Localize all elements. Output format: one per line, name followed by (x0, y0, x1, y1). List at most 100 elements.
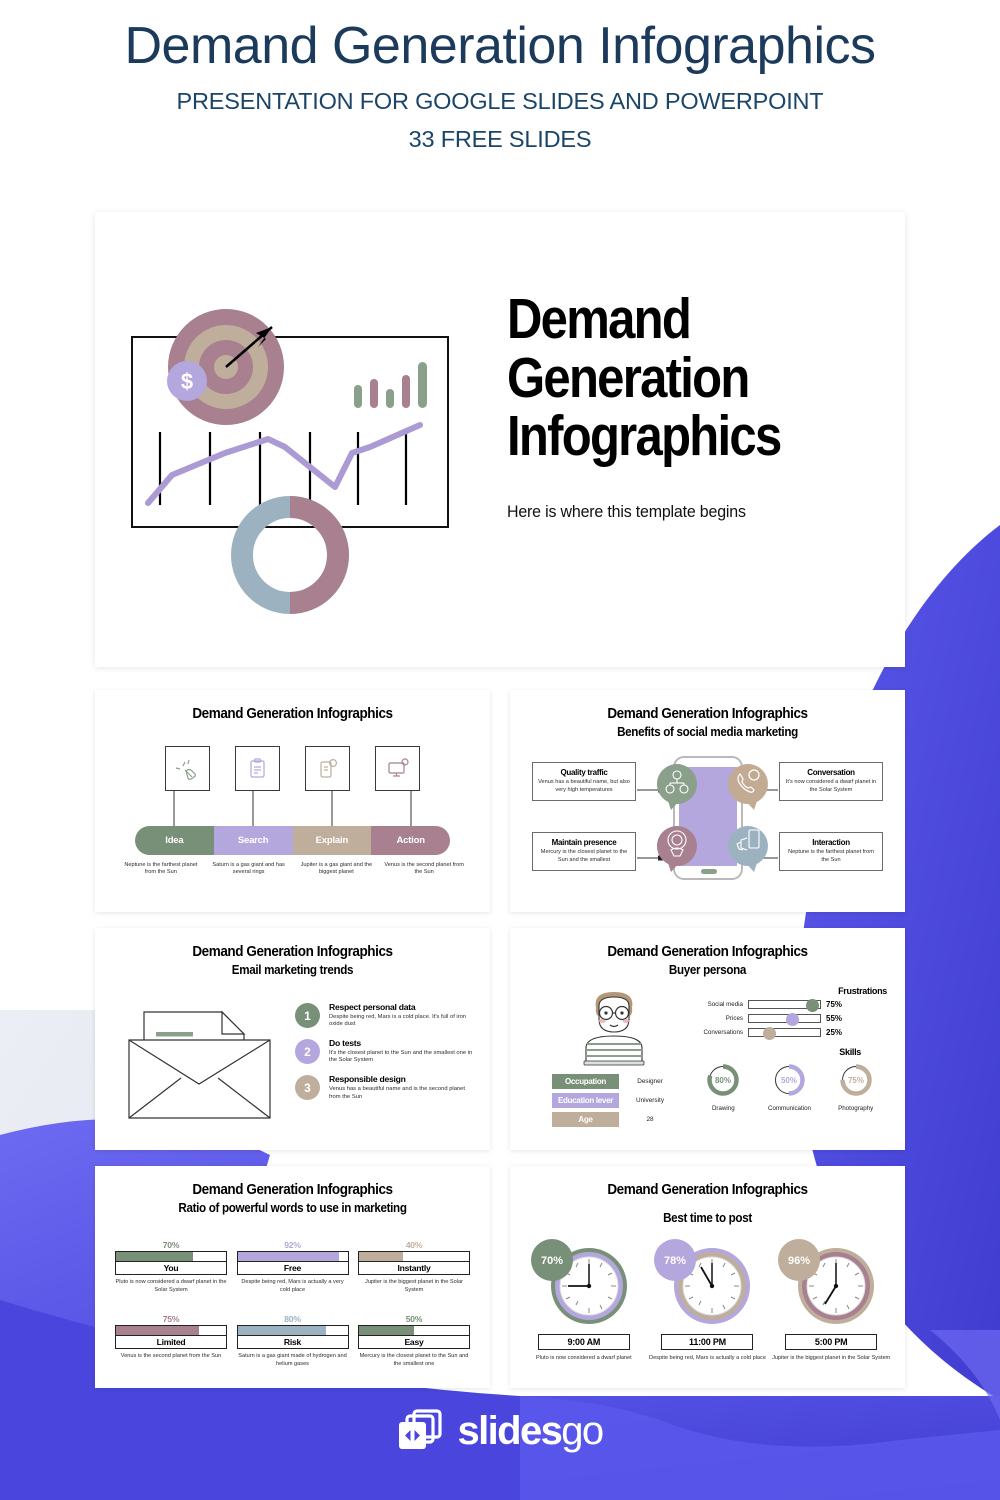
word-cell[interactable]: 50% Easy Mercury is the closest planet t… (358, 1314, 470, 1368)
word-percent: 75% (162, 1314, 180, 1324)
page-subtitle-platforms: PRESENTATION FOR GOOGLE SLIDES AND POWER… (176, 88, 824, 115)
slide-thumbnail-buyer-persona[interactable]: Demand Generation Infographics Buyer per… (510, 928, 905, 1150)
benefit-heading: Maintain presence (551, 838, 617, 847)
slide-title: Demand Generation Infographics (192, 706, 393, 722)
hero-title-line-3: Infographics (507, 404, 782, 469)
item-description: Despite being red, Mars is a cold place.… (329, 1013, 467, 1028)
word-percent: 70% (162, 1240, 180, 1250)
frustration-label: Social media (707, 1001, 743, 1008)
list-item[interactable]: 1 Respect personal data Despite being re… (295, 1002, 475, 1029)
word-bar (236, 1251, 349, 1262)
slide-subtitle: Email marketing trends (231, 963, 354, 977)
benefit-description: It's now considered a dwarf planet in th… (785, 779, 877, 793)
benefit-description: Venus has a beautiful name, but also ver… (538, 779, 630, 793)
attribute-row: Occupation Designer (552, 1074, 671, 1089)
word-description: Mercury is the closest planet to the Sun… (359, 1353, 469, 1367)
item-heading: Respect personal data (329, 1002, 416, 1012)
monitor-icon (375, 746, 420, 791)
benefit-description: Neptune is the farthest planet from the … (788, 849, 874, 863)
persona-attributes: Occupation Designer Education lever Univ… (552, 1074, 671, 1131)
clipboard-icon (235, 746, 280, 791)
slidesgo-wordmark: slidesgo (457, 1408, 604, 1454)
clock-time: 5:00 PM (785, 1334, 878, 1350)
bubble-hand-mobile-icon (727, 826, 768, 872)
clock-cell[interactable]: 78% 11:00 PM Despite being red, Mars is … (647, 1234, 767, 1363)
word-cell[interactable]: 92% Free Despite being red, Mars is actu… (236, 1240, 349, 1294)
bubble-phone-chat-icon (727, 764, 768, 810)
skill-item: 80% Drawing (705, 1062, 741, 1112)
word-cell[interactable]: 75% Limited Venus is the second planet f… (115, 1314, 227, 1368)
skill-donut-photography: 75% (839, 1064, 872, 1096)
item-number: 1 (295, 1003, 320, 1029)
slider-knob[interactable] (806, 999, 819, 1012)
hero-title-line-2: Generation (507, 345, 750, 410)
frustration-slider[interactable] (748, 1013, 821, 1026)
step-description: Jupiter is a gas giant and the biggest p… (300, 862, 373, 876)
word-percent: 80% (284, 1314, 301, 1324)
slide-title: Demand Generation Infographics (192, 1182, 393, 1198)
word-percent: 50% (405, 1314, 423, 1324)
benefit-heading: Conversation (807, 768, 855, 777)
skill-value: 50% (781, 1076, 797, 1085)
step-icon-row (95, 746, 490, 791)
slide-thumbnail-steps[interactable]: Demand Generation Infographics (95, 690, 490, 912)
hand-click-icon (165, 746, 210, 791)
step-segment[interactable]: Search (213, 826, 293, 855)
word-cell[interactable]: 40% Instantly Jupiter is the biggest pla… (358, 1240, 470, 1294)
clock-cell[interactable]: 96% 5:00 PM Jupiter is the biggest plane… (771, 1234, 891, 1363)
frustration-slider[interactable] (748, 999, 821, 1012)
word-label: Free (236, 1262, 349, 1275)
slide-thumbnail-powerful-words[interactable]: Demand Generation Infographics Ratio of … (95, 1166, 490, 1388)
slide-subtitle: Buyer persona (668, 963, 747, 977)
list-item[interactable]: 3 Responsible design Venus has a beautif… (295, 1074, 475, 1101)
benefit-box-conversation[interactable]: Conversation It's now considered a dwarf… (779, 762, 883, 802)
clock-cell[interactable]: 70% 9:00 AM Pluto is now considered a dw… (524, 1234, 644, 1363)
skill-label: Drawing (711, 1105, 735, 1112)
clock-percent: 96% (788, 1255, 810, 1267)
page-header: Demand Generation Infographics PRESENTAT… (0, 0, 1000, 153)
item-heading: Responsible design (329, 1074, 406, 1085)
page-subtitle-count: 33 FREE SLIDES (408, 126, 592, 153)
word-bar (236, 1325, 349, 1336)
clock-description: Despite being red, Mars is actually a co… (649, 1355, 766, 1361)
hero-slide-preview[interactable]: $ Demand (95, 212, 905, 667)
step-color-bar: Idea Search Explain Action (135, 826, 450, 855)
slide-thumbnail-email-trends[interactable]: Demand Generation Infographics Email mar… (95, 928, 490, 1150)
frustration-row: Social media 75% (692, 999, 887, 1012)
benefit-box-interaction[interactable]: Interaction Neptune is the farthest plan… (779, 832, 883, 872)
benefit-heading: Quality traffic (560, 768, 608, 777)
slider-knob[interactable] (763, 1027, 776, 1040)
hero-illustration: $ (131, 309, 449, 614)
word-percent: 92% (284, 1240, 301, 1250)
skill-donut-drawing: 80% (707, 1064, 740, 1096)
slide-subtitle: Ratio of powerful words to use in market… (178, 1201, 407, 1215)
step-segment[interactable]: Explain (292, 826, 372, 855)
word-cell[interactable]: 80% Risk Saturn is a gas giant made of h… (236, 1314, 349, 1368)
word-cell[interactable]: 70% You Pluto is now considered a dwarf … (115, 1240, 227, 1294)
envelope-illustration (128, 1010, 271, 1119)
list-item[interactable]: 2 Do tests It's the closest planet to th… (295, 1038, 475, 1065)
frustration-value: 75% (826, 1000, 843, 1009)
benefit-box-maintain-presence[interactable]: Maintain presence Mercury is the closest… (532, 832, 636, 872)
step-description: Saturn is a gas giant and has several ri… (212, 862, 285, 876)
step-segment[interactable]: Action (371, 826, 450, 855)
page-title: Demand Generation Infographics (124, 17, 876, 75)
slidesgo-logo[interactable]: slidesgo (0, 1408, 1000, 1454)
attribute-row: Age 28 (552, 1112, 671, 1127)
benefit-description: Mercury is the closest planet to the Sun… (540, 849, 628, 863)
word-label: Limited (115, 1336, 227, 1349)
word-label: Easy (358, 1336, 470, 1349)
word-label: Risk (236, 1336, 349, 1349)
slide-thumbnail-social-benefits[interactable]: Demand Generation Infographics Benefits … (510, 690, 905, 912)
attribute-label: Occupation (552, 1074, 619, 1089)
megaphone-icon (305, 746, 350, 791)
skill-item: 50% Communication (768, 1062, 811, 1112)
slider-knob[interactable] (786, 1013, 799, 1026)
logo-text-light: go (561, 1408, 604, 1453)
clock-9am: 70% (530, 1239, 627, 1324)
frustration-slider[interactable] (748, 1027, 821, 1040)
item-description: It's the closest planet to the Sun and t… (329, 1049, 473, 1064)
slide-thumbnail-best-time-to-post[interactable]: Demand Generation Infographics Best time… (510, 1166, 905, 1388)
benefit-box-quality-traffic[interactable]: Quality traffic Venus has a beautiful na… (532, 762, 636, 802)
step-segment[interactable]: Idea (135, 826, 214, 855)
